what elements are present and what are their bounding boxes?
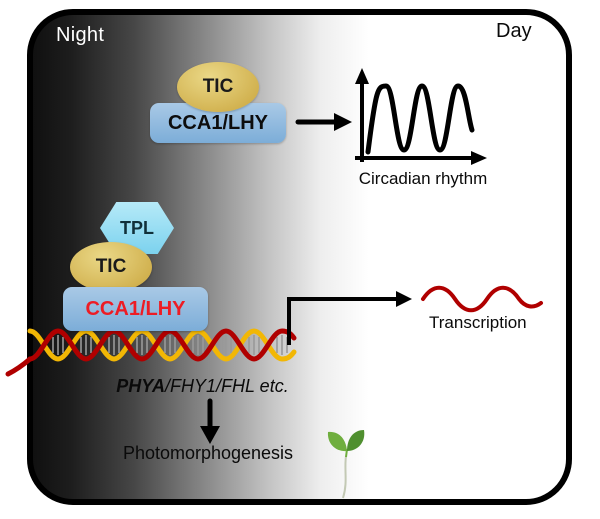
night-label: Night <box>56 24 105 46</box>
tic-ellipse-top: TIC <box>177 62 259 112</box>
tic-ellipse-bottom: TIC <box>70 242 152 292</box>
circadian-rhythm-caption: Circadian rhythm <box>358 169 488 188</box>
tpl-hexagon: TPL <box>100 202 174 254</box>
transcription-label: Transcription <box>429 313 527 332</box>
day-label: Day <box>496 20 532 42</box>
gene-label: PHYA/FHY1/FHL etc. <box>85 376 320 397</box>
gene-name-rest: /FHY1/FHL etc. <box>164 376 289 396</box>
cca1-lhy-box-bottom: CCA1/LHY <box>63 287 208 331</box>
photomorphogenesis-label: Photomorphogenesis <box>122 443 294 463</box>
gene-name-emphasis: PHYA <box>116 376 165 396</box>
